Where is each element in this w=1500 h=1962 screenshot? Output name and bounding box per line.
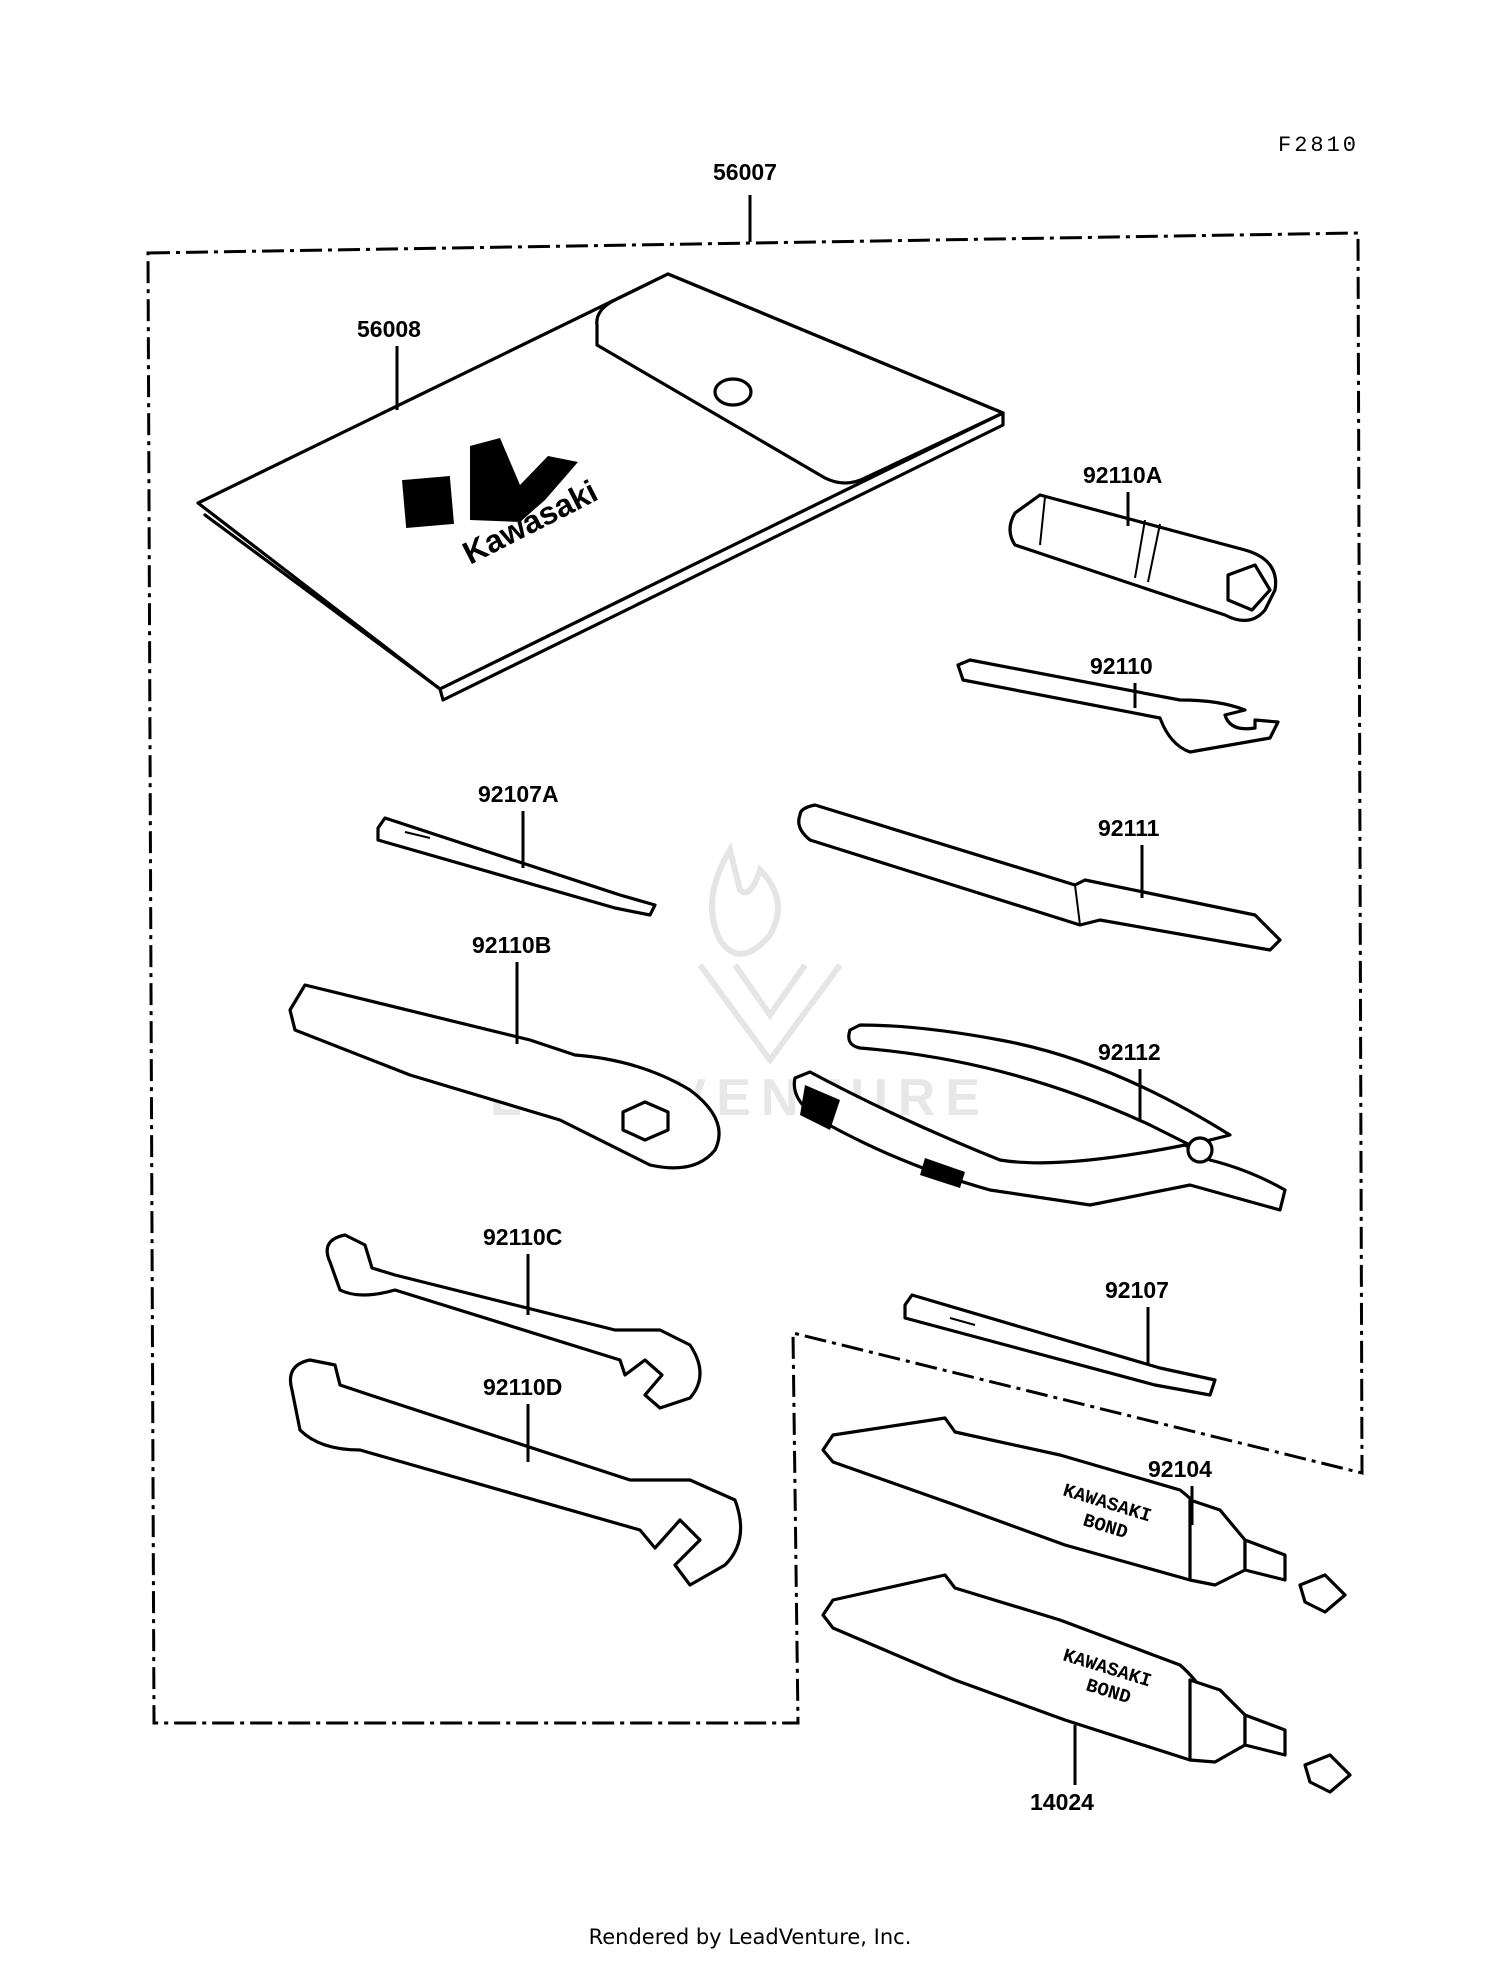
label-92110D[interactable]: 92110D bbox=[483, 1374, 562, 1400]
tool-bag bbox=[196, 272, 1005, 702]
label-92107[interactable]: 92107 bbox=[1105, 1277, 1169, 1303]
pliers bbox=[792, 1023, 1287, 1212]
hook-wrench bbox=[956, 658, 1280, 754]
plug-wrench bbox=[1008, 493, 1278, 622]
ring-wrench bbox=[288, 983, 721, 1170]
label-92111[interactable]: 92111 bbox=[1098, 815, 1160, 841]
label-92110C[interactable]: 92110C bbox=[483, 1224, 562, 1250]
screwdriver-a bbox=[376, 816, 657, 917]
screwdriver bbox=[903, 1293, 1217, 1397]
bond-tube-a bbox=[821, 1416, 1347, 1614]
label-92110B[interactable]: 92110B bbox=[472, 932, 551, 958]
open-wrench-c bbox=[325, 1233, 702, 1410]
label-92107A[interactable]: 92107A bbox=[478, 781, 559, 807]
label-92112[interactable]: 92112 bbox=[1098, 1039, 1161, 1065]
figure-code: F2810 bbox=[1278, 133, 1359, 158]
label-56008[interactable]: 56008 bbox=[357, 316, 421, 342]
label-92110A[interactable]: 92110A bbox=[1083, 462, 1162, 488]
open-wrench-d bbox=[288, 1358, 743, 1587]
tool-kit-outline bbox=[146, 195, 1364, 1725]
bond-tube-b bbox=[821, 1573, 1352, 1794]
watermark-logo bbox=[697, 842, 843, 1066]
footer-credit: Rendered by LeadVenture, Inc. bbox=[588, 1925, 912, 1949]
label-56007[interactable]: 56007 bbox=[713, 159, 777, 185]
label-92110[interactable]: 92110 bbox=[1090, 653, 1153, 679]
label-14024[interactable]: 14024 bbox=[1030, 1789, 1094, 1815]
handle-extension bbox=[797, 803, 1282, 952]
label-92104[interactable]: 92104 bbox=[1148, 1456, 1212, 1482]
